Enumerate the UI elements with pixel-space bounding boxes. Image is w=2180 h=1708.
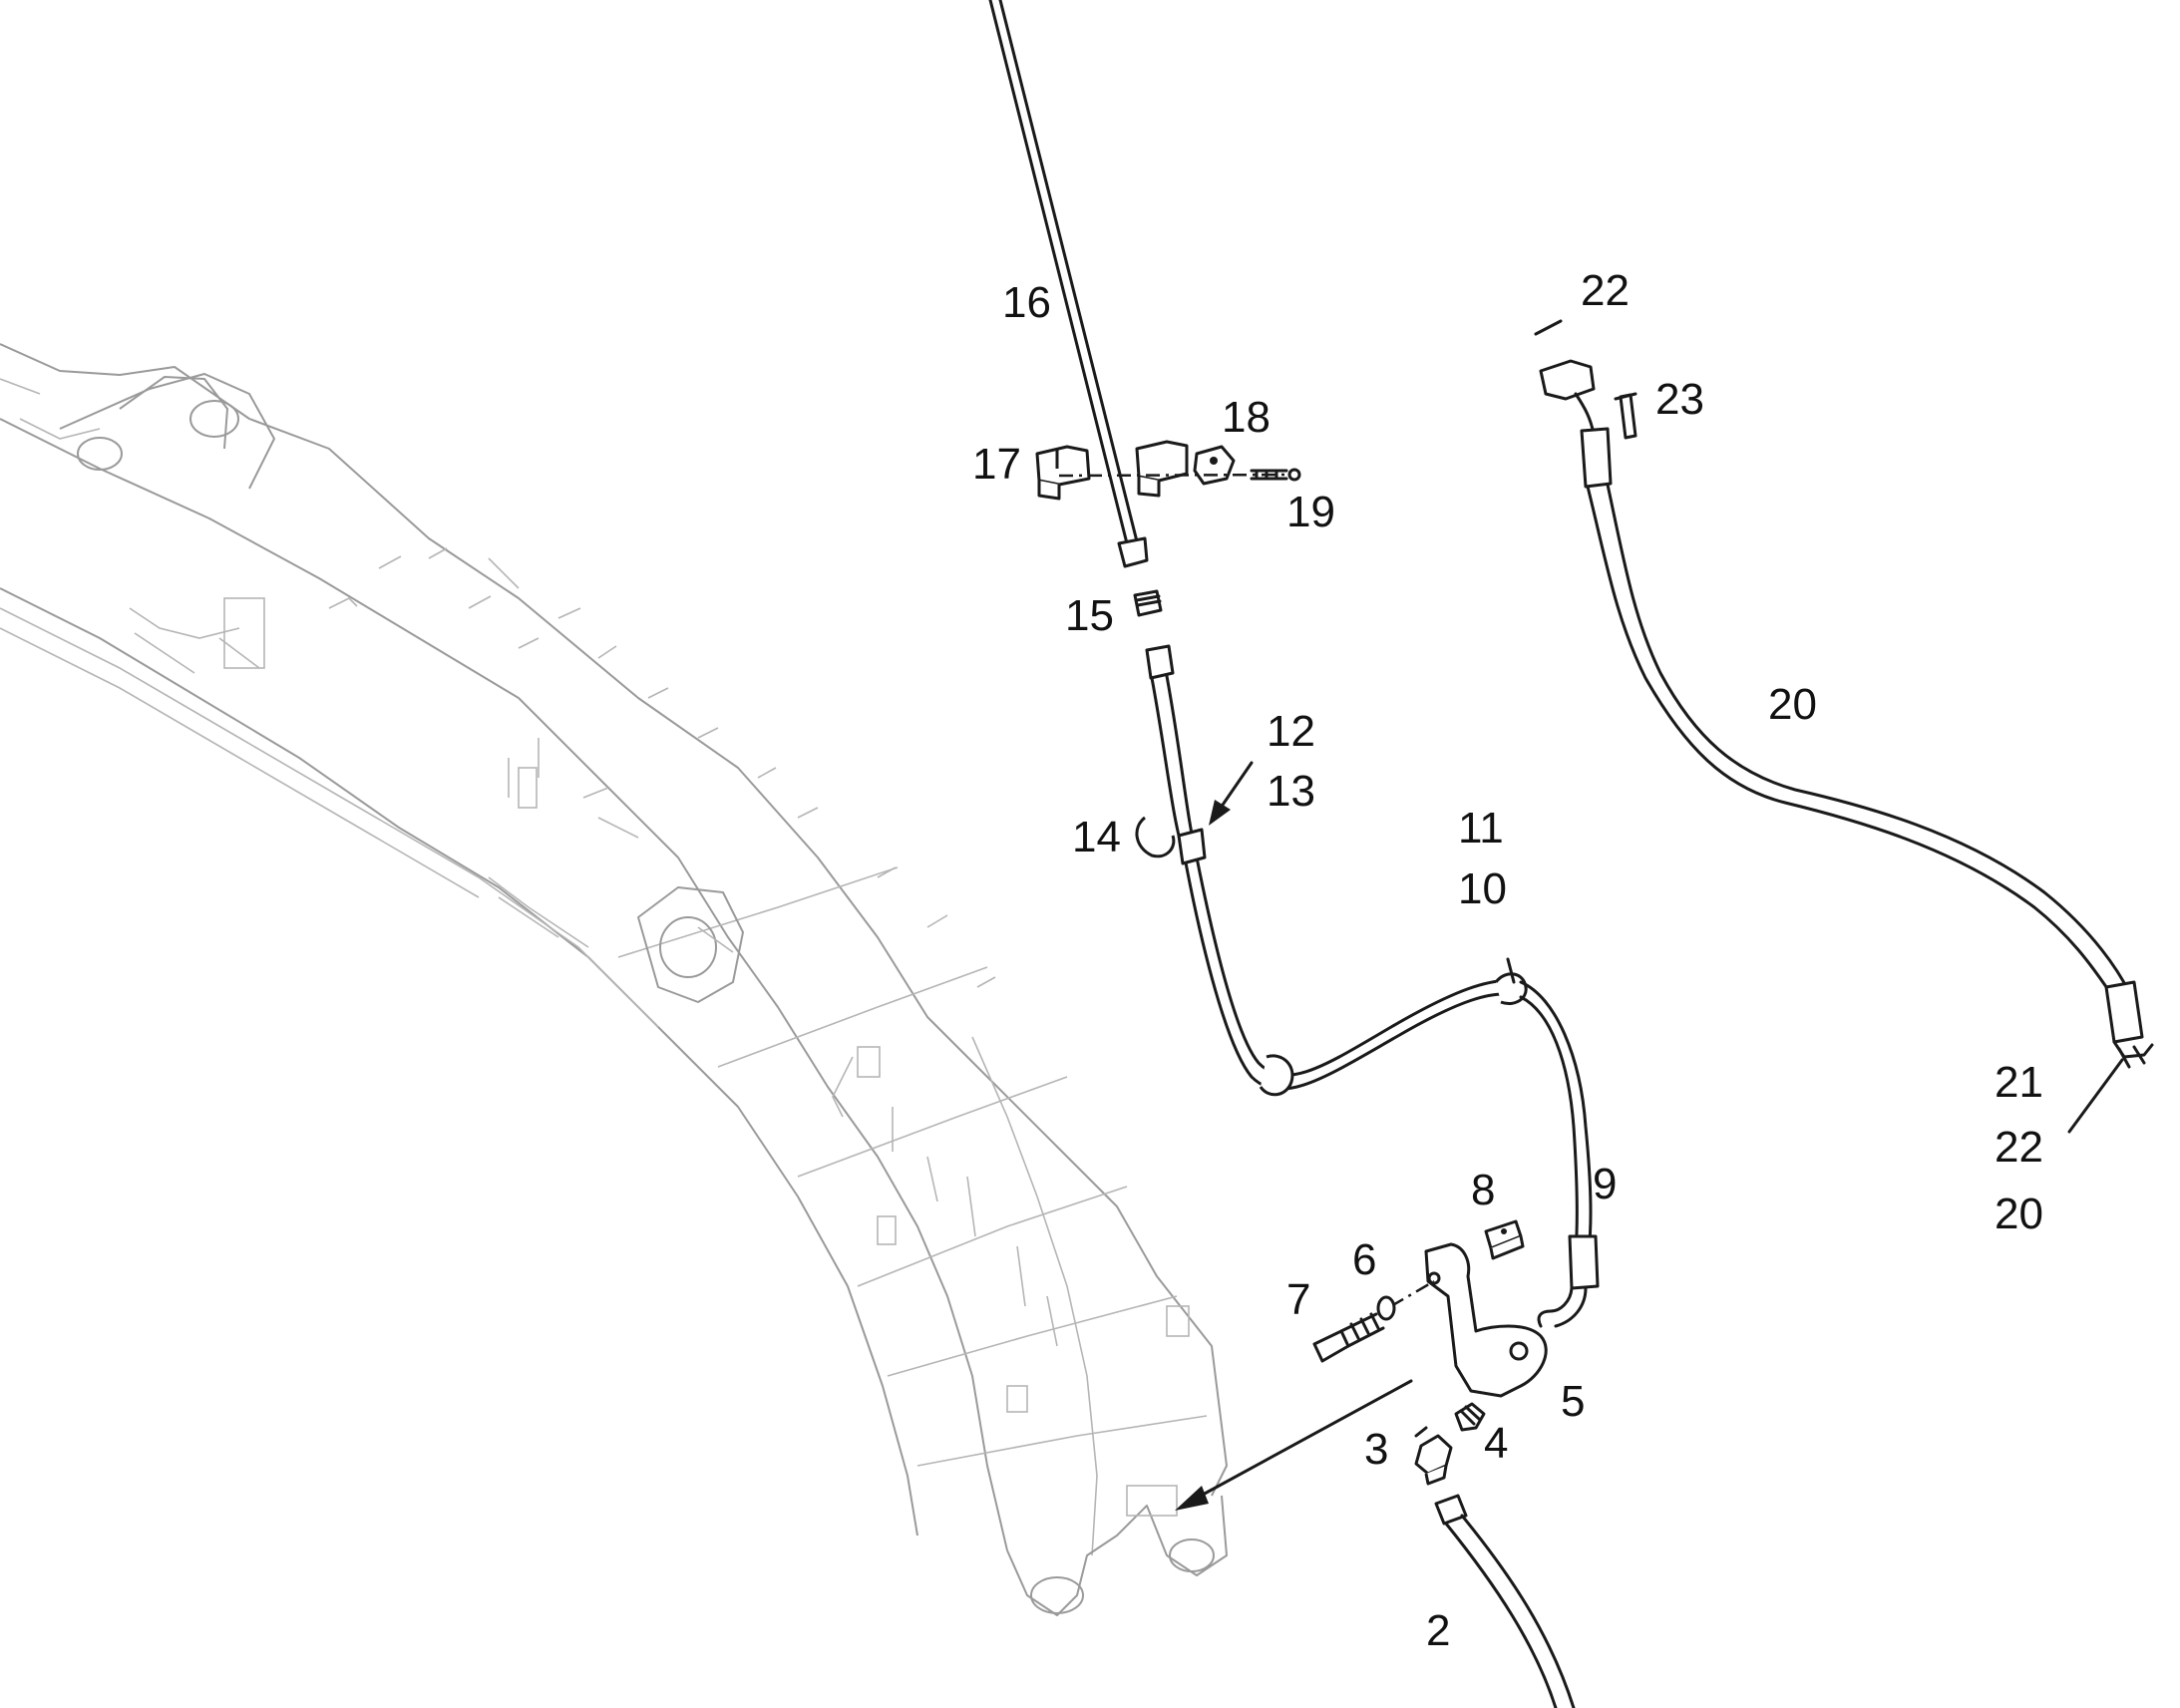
callout-5: 5	[1561, 1377, 1585, 1426]
callout-22-right: 22	[1995, 1123, 2043, 1172]
callout-labels: 16 22 23 18 17 19 15 20 12 13 14 11 10 2…	[972, 266, 2043, 1655]
leader-arrow-12-13	[1209, 761, 1254, 826]
callout-20-mid: 20	[1768, 680, 1817, 729]
clamp-17-18-19	[1035, 440, 1301, 501]
callout-9: 9	[1593, 1160, 1617, 1208]
callout-14: 14	[1072, 813, 1121, 861]
hose-2	[1434, 1494, 1576, 1708]
callout-17: 17	[972, 440, 1021, 489]
callout-2: 2	[1426, 1606, 1450, 1655]
leader-arrow-to-boom	[1175, 1379, 1413, 1511]
callout-13: 13	[1267, 767, 1315, 816]
adapter-15	[1133, 589, 1163, 617]
callout-6: 6	[1352, 1235, 1376, 1284]
fittings-3-4	[1414, 1402, 1486, 1486]
callout-21: 21	[1995, 1058, 2043, 1107]
pipe-16	[988, 0, 1149, 568]
callout-23: 23	[1655, 375, 1704, 424]
callout-22-top: 22	[1581, 266, 1630, 315]
callout-4: 4	[1484, 1419, 1508, 1468]
hose-12-13	[1135, 644, 1523, 1097]
callout-8: 8	[1471, 1166, 1495, 1214]
callout-15: 15	[1065, 591, 1114, 640]
callout-3: 3	[1364, 1425, 1388, 1474]
callout-11: 11	[1458, 804, 1504, 853]
hose-9	[1494, 957, 1600, 1328]
excavator-boom	[0, 343, 1228, 1616]
callout-16: 16	[1002, 278, 1051, 327]
callout-12: 12	[1267, 707, 1315, 756]
callout-20-right: 20	[1995, 1190, 2043, 1238]
callout-19: 19	[1286, 488, 1335, 536]
bracket-5-6-7-8	[1312, 1219, 1548, 1398]
hose-20	[1534, 319, 2154, 1134]
callout-18: 18	[1222, 393, 1271, 442]
callout-7: 7	[1286, 1275, 1310, 1324]
callout-10: 10	[1458, 864, 1507, 913]
